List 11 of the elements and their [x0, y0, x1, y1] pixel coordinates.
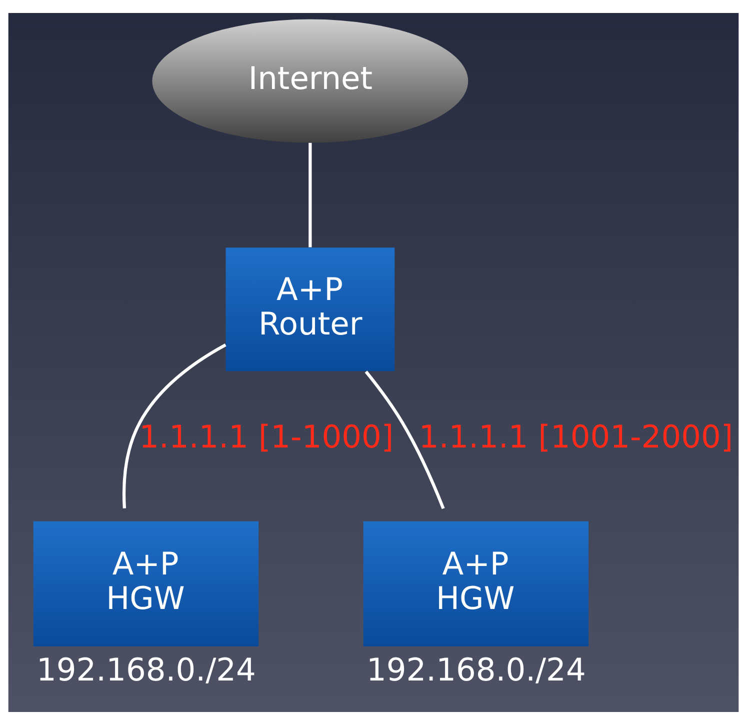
connector: [364, 370, 445, 509]
node-box: A+P Router: [226, 247, 395, 371]
node-ellipse: Internet: [152, 18, 468, 142]
connector: [122, 342, 226, 508]
node-box: A+P HGW: [33, 520, 259, 646]
node-label: 192.168.0./24: [36, 652, 256, 688]
edge-label: 1.1.1.1 [1001-2000]: [418, 419, 734, 456]
node-label: 192.168.0./24: [366, 652, 586, 688]
node-box: A+P HGW: [363, 520, 589, 646]
edge-label: 1.1.1.1 [1-1000]: [139, 419, 394, 456]
connector: [308, 142, 312, 247]
